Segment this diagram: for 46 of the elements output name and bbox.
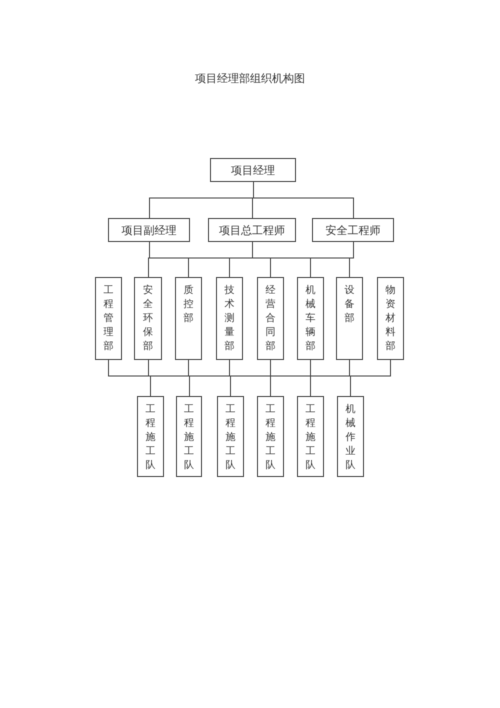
team-box: 工程施工队: [137, 396, 164, 477]
connector-line: [270, 360, 271, 376]
connector-line: [253, 182, 254, 198]
team-box: 工程施工队: [257, 396, 284, 477]
connector-line: [188, 258, 189, 278]
department-box: 机械车辆部: [297, 277, 324, 360]
connector-line: [189, 376, 190, 396]
team-box: 工程施工队: [297, 396, 324, 477]
department-box: 工程管理部: [95, 277, 122, 360]
chart-title: 项目经理部组织机构图: [194, 72, 306, 86]
connector-line: [252, 198, 253, 218]
connector-line: [349, 258, 350, 278]
connector-line: [229, 258, 230, 278]
connector-line: [310, 360, 311, 376]
connector-line: [229, 360, 230, 376]
connector-line: [252, 242, 253, 258]
position-box: 项目总工程师: [208, 218, 296, 242]
connector-line: [188, 360, 189, 376]
team-box: 工程施工队: [176, 396, 202, 477]
position-box: 项目经理: [210, 158, 296, 182]
team-box: 工程施工队: [217, 396, 244, 477]
position-box: 安全工程师: [312, 218, 394, 242]
department-box: 安全环保部: [134, 277, 162, 360]
connector-line: [310, 258, 311, 278]
connector-line: [148, 360, 149, 376]
department-box: 经营合同部: [257, 277, 284, 360]
connector-line: [270, 258, 271, 278]
department-box: 技术测量部: [216, 277, 243, 360]
connector-line: [353, 242, 354, 258]
connector-line: [150, 376, 151, 396]
team-box: 机械作业队: [337, 396, 364, 477]
connector-line: [149, 198, 150, 218]
position-box: 项目副经理: [108, 218, 190, 242]
connector-line: [353, 198, 354, 218]
connector-line: [349, 360, 350, 376]
connector-line: [390, 360, 391, 376]
connector-line: [149, 242, 150, 258]
connector-line: [148, 258, 149, 278]
connector-line: [230, 376, 231, 396]
department-box: 质控部: [175, 277, 202, 360]
department-box: 设备部: [336, 277, 363, 360]
connector-line: [350, 376, 351, 396]
connector-line: [108, 360, 109, 376]
connector-line: [310, 376, 311, 396]
department-box: 物资材料部: [377, 277, 404, 360]
connector-line: [270, 376, 271, 396]
